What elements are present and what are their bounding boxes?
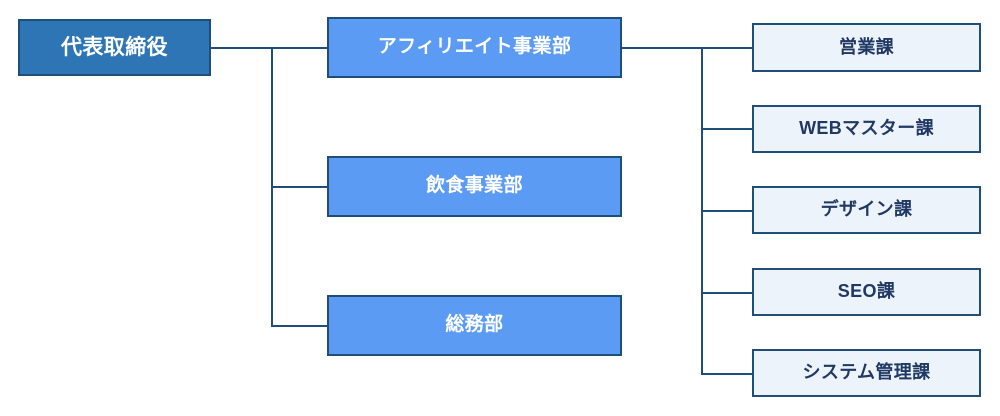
connector-branch-section-5 (701, 373, 753, 375)
node-division-food[interactable]: 飲食事業部 (327, 156, 622, 217)
connector-branch-section-4 (701, 292, 753, 294)
node-section-seo[interactable]: SEO課 (752, 268, 981, 316)
connector-branch-section-1 (701, 47, 753, 49)
connector-branch-division-2 (271, 186, 328, 188)
node-executive[interactable]: 代表取締役 (18, 19, 211, 76)
connector-branch-division-3 (271, 325, 328, 327)
node-section-sales[interactable]: 営業課 (752, 23, 981, 72)
node-section-system-management[interactable]: システム管理課 (752, 349, 981, 397)
connector-exec-stub (210, 47, 273, 49)
connector-branch-division-1 (271, 47, 328, 49)
node-division-general-affairs[interactable]: 総務部 (327, 295, 622, 356)
connector-branch-section-2 (701, 128, 753, 130)
connector-branch-section-3 (701, 210, 753, 212)
node-section-design[interactable]: デザイン課 (752, 186, 981, 234)
connector-division-stub (620, 47, 703, 49)
node-section-webmaster[interactable]: WEBマスター課 (752, 105, 981, 153)
node-division-affiliate[interactable]: アフィリエイト事業部 (327, 17, 622, 78)
